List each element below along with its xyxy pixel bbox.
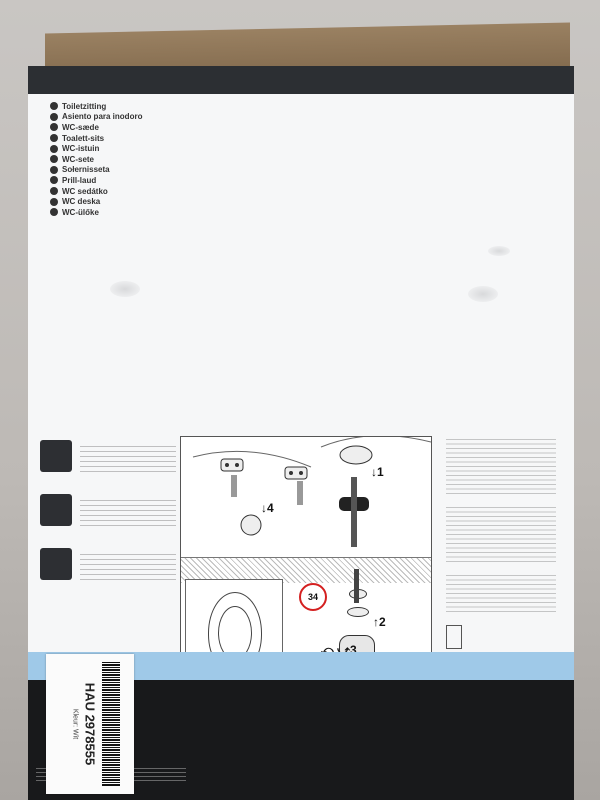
toilet-surface-hatching xyxy=(181,557,431,583)
flag-icon xyxy=(50,176,58,185)
language-item: Asiento para inodoro xyxy=(50,112,142,123)
feature-description xyxy=(80,446,176,476)
box-dent xyxy=(468,286,498,302)
flag-icon xyxy=(50,165,58,174)
product-label: HAU 2978555 Kleur: Wit xyxy=(46,654,134,794)
language-item: WC-istuin xyxy=(50,143,142,154)
flag-icon xyxy=(50,134,58,143)
step-4-label: ↓4 xyxy=(261,501,274,515)
soft-close-icon xyxy=(40,440,72,472)
flag-icon xyxy=(50,112,58,121)
easy-clean-icon xyxy=(40,494,72,526)
feature-item xyxy=(40,546,178,596)
box-dent xyxy=(488,246,510,256)
language-item: WC-sæde xyxy=(50,122,142,133)
instruction-text xyxy=(446,575,556,615)
feature-description xyxy=(80,500,176,530)
box-top-strip xyxy=(28,66,574,94)
product-code: HAU 2978555 xyxy=(82,682,98,766)
language-item: Toiletzitting xyxy=(50,101,142,112)
language-item: Toalett-sits xyxy=(50,133,142,144)
hinge-drawing xyxy=(192,437,431,547)
instruction-text xyxy=(446,507,556,565)
feature-item xyxy=(40,492,178,542)
flag-icon xyxy=(50,187,58,196)
language-item: WC deska xyxy=(50,196,142,207)
installation-diagram: ↓1 ↓4 34 ↑2 ⤺ ⤻3 xyxy=(180,436,432,683)
feature-description xyxy=(80,554,176,584)
language-item: Sołernisseta xyxy=(50,165,142,176)
language-item: WC-ülőke xyxy=(50,207,142,218)
language-item: WC sedátko xyxy=(50,186,142,197)
recycling-icon xyxy=(446,625,462,649)
flag-icon xyxy=(50,155,58,164)
flag-icon xyxy=(50,208,58,217)
flag-icon xyxy=(50,197,58,206)
instruction-text xyxy=(446,439,556,497)
language-item: WC-sete xyxy=(50,154,142,165)
bolt-part xyxy=(354,569,359,603)
washer-part xyxy=(347,607,369,617)
feature-item xyxy=(40,438,178,488)
step-34-badge: 34 xyxy=(299,583,327,611)
box-dent xyxy=(110,281,140,297)
strong-fix-icon xyxy=(40,548,72,580)
feature-list xyxy=(40,438,178,600)
step-1-label: ↓1 xyxy=(371,465,384,479)
product-box: Toiletzitting Asiento para inodoro WC-sæ… xyxy=(28,66,574,800)
step-2-label: ↑2 xyxy=(373,615,386,629)
flag-icon xyxy=(50,144,58,153)
flag-icon xyxy=(50,123,58,132)
language-item: Prill-laud xyxy=(50,175,142,186)
barcode-icon xyxy=(102,662,120,786)
flag-icon xyxy=(50,102,58,111)
product-color: Kleur: Wit xyxy=(71,708,79,740)
language-list: Toiletzitting Asiento para inodoro WC-sæ… xyxy=(50,101,142,218)
